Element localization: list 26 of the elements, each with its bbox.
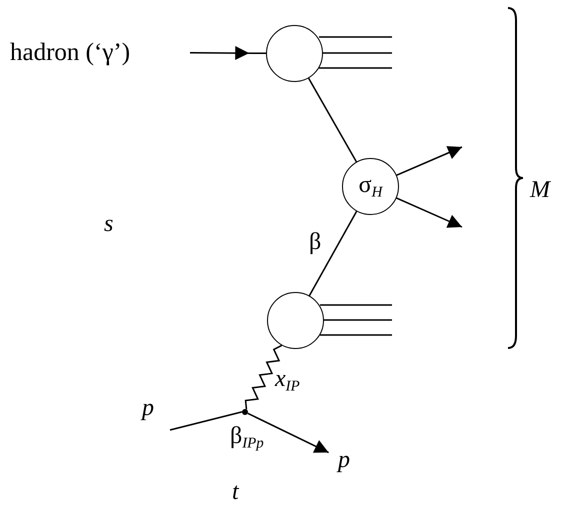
particle-line	[396, 197, 462, 228]
vertex-circle	[342, 158, 399, 215]
particle-label: p	[138, 394, 158, 422]
particle-line	[324, 319, 392, 321]
variable-label: t	[232, 480, 239, 504]
vertex-dot	[242, 409, 248, 415]
particle-line	[319, 67, 392, 69]
variable-label: s	[104, 212, 114, 236]
particle-line	[320, 304, 392, 306]
particle-label: hadron (‘γ’)	[10, 38, 178, 66]
particle-label: p	[334, 446, 354, 474]
particle-line	[247, 412, 329, 454]
coupling-label: β$_{IPp}$	[230, 424, 264, 452]
edge-label: β	[309, 230, 322, 254]
particle-line	[170, 411, 242, 431]
particle-line	[190, 46, 266, 60]
particle-line	[396, 146, 462, 176]
cross-section-label: σ$_{H}$	[358, 172, 382, 200]
particle-line	[308, 78, 358, 162]
edge-label: x$_{IP}$	[275, 367, 300, 394]
particle-line	[319, 36, 392, 38]
wavy-line	[244, 344, 282, 410]
mass-label: M	[530, 178, 550, 202]
particle-line	[320, 334, 392, 336]
particle-line	[308, 211, 358, 296]
particle-line	[323, 52, 392, 54]
